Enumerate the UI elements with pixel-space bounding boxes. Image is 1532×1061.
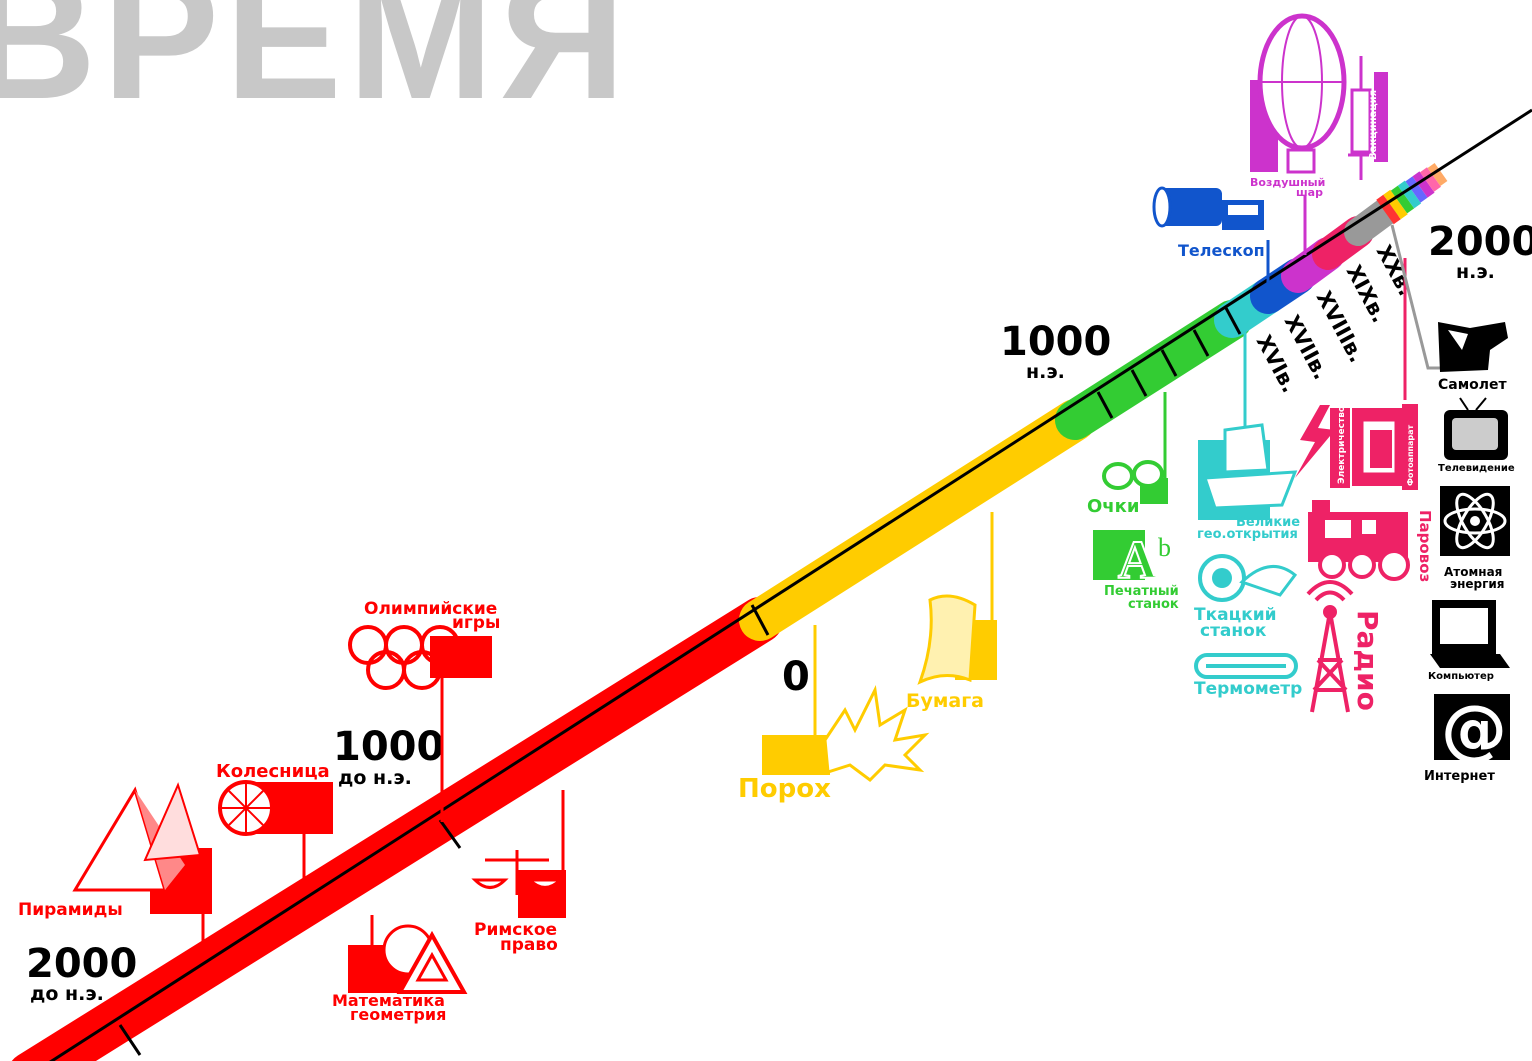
event-balloon-label-1: Воздушный <box>1250 176 1325 189</box>
event-chariot-label: Колесница <box>216 761 330 782</box>
event-photo-label: Фотоаппарат <box>1406 424 1415 486</box>
event-radio-label: Радио <box>1351 610 1384 711</box>
event-tv: Телевидение <box>1438 397 1515 474</box>
airplane-icon <box>1438 322 1508 372</box>
event-printing: A b Печатный станок <box>1093 529 1179 612</box>
scales-icon <box>471 850 564 895</box>
event-roman-law-label-1: Римское <box>474 920 557 940</box>
event-discoveries: Великие гео.открытия <box>1197 322 1300 542</box>
event-glasses-label: Очки <box>1087 496 1140 517</box>
date-2000bc-era: до н.э. <box>30 983 104 1005</box>
event-olympics-label-2: игры <box>452 613 500 633</box>
date-2000bc-year: 2000 <box>26 941 137 987</box>
radio-tower-icon <box>1306 580 1354 713</box>
event-pyramids: Пирамиды <box>18 782 212 960</box>
paper-icon <box>917 594 977 685</box>
event-printing-label-2: станок <box>1128 597 1179 612</box>
syringe-icon <box>1348 56 1374 180</box>
event-telescope-label: Телескоп <box>1178 241 1265 260</box>
date-1000bc-era: до н.э. <box>338 767 412 789</box>
event-paper: Бумага <box>906 512 997 712</box>
date-2000ad: 2000 н.э. <box>1428 219 1532 283</box>
event-computer-label: Компьютер <box>1428 671 1494 682</box>
event-airplane-label: Самолет <box>1438 377 1508 393</box>
event-printing-label-1: Печатный <box>1104 584 1179 599</box>
explosion-icon <box>823 685 930 782</box>
event-computer: Компьютер <box>1428 600 1510 682</box>
event-loom-label-1: Ткацкий <box>1194 605 1277 625</box>
event-internet-label: Интернет <box>1424 769 1495 784</box>
event-loom: Ткацкий станок <box>1194 554 1298 641</box>
date-1000ad-era: н.э. <box>1026 361 1065 383</box>
era-bc-red-segment <box>11 597 783 1061</box>
event-loom-label-2: станок <box>1200 621 1267 641</box>
event-pyramids-label: Пирамиды <box>18 900 123 920</box>
date-1000bc: 1000 до н.э. <box>333 724 444 789</box>
event-airplane: Самолет <box>1438 322 1508 393</box>
event-roman-law: Римское право <box>471 790 566 955</box>
timeline-axis-line <box>49 108 1532 1061</box>
event-locomotive: Паровоз <box>1308 500 1434 582</box>
event-radio: Радио <box>1306 580 1384 713</box>
event-gunpowder: Порох <box>738 625 930 804</box>
svg-text:b: b <box>1158 533 1171 562</box>
event-electricity: Электричество <box>1295 405 1350 488</box>
date-2000ad-year: 2000 <box>1428 219 1532 265</box>
telescope-icon <box>1152 186 1264 230</box>
event-olympics-label-1: Олимпийские <box>364 599 497 619</box>
event-chariot: Колесница <box>216 761 333 895</box>
event-vaccination-label: Вакцинация <box>1368 90 1379 160</box>
era-middle-green-segment <box>1055 300 1252 440</box>
poster-title: ВРЕМЯ <box>0 0 631 136</box>
event-atomic-label-1: Атомная <box>1444 565 1502 579</box>
locomotive-icon <box>1308 500 1410 581</box>
atom-icon <box>1443 492 1507 550</box>
geometry-triangle-icon <box>396 930 468 994</box>
century-20-segment <box>1344 198 1399 246</box>
date-2000ad-era: н.э. <box>1456 261 1495 283</box>
date-2000bc: 2000 до н.э. <box>26 941 137 1005</box>
event-math-label-1: Математика <box>332 991 445 1010</box>
lightning-icon <box>1295 405 1335 478</box>
event-photo: Фотоаппарат <box>1352 258 1418 490</box>
event-roman-law-label-2: право <box>500 935 558 955</box>
ship-icon <box>1202 423 1298 510</box>
event-thermometer: Термометр <box>1194 653 1302 699</box>
recent-decades-stripes <box>1376 163 1448 225</box>
event-discoveries-label-1: Великие <box>1236 515 1300 530</box>
at-sign-icon: @ <box>1441 691 1507 768</box>
era-ad-yellow-segment <box>739 399 1096 641</box>
event-internet: @ Интернет <box>1424 691 1510 784</box>
event-vaccination: Вакцинация <box>1348 56 1388 180</box>
event-discoveries-label-2: гео.открытия <box>1197 527 1298 542</box>
timeline-band <box>11 108 1532 1061</box>
olympic-rings-icon <box>348 625 460 690</box>
event-thermometer-label: Термометр <box>1194 679 1302 699</box>
black-connector <box>1390 224 1440 370</box>
event-glasses: Очки <box>1087 392 1168 517</box>
printing-press-icon: A <box>1118 530 1157 590</box>
event-olympics: Олимпийские игры <box>348 599 500 822</box>
date-zero: 0 <box>782 654 810 700</box>
event-atomic: Атомная энергия <box>1440 486 1510 591</box>
event-locomotive-label: Паровоз <box>1416 510 1434 582</box>
date-1000ad-year: 1000 <box>1000 319 1111 365</box>
event-balloon: Воздушный шар <box>1250 13 1347 255</box>
event-telescope: Телескоп <box>1152 186 1270 290</box>
event-math: Математика геометрия <box>332 915 468 1024</box>
event-tv-label: Телевидение <box>1438 463 1515 474</box>
event-balloon-label-2: шар <box>1296 186 1323 199</box>
timeline-ticks <box>118 307 1242 1056</box>
glasses-icon <box>1102 460 1164 490</box>
event-math-label-2: геометрия <box>350 1005 446 1024</box>
event-atomic-label-2: энергия <box>1450 577 1505 591</box>
event-gunpowder-label: Порох <box>738 774 831 804</box>
date-1000ad: 1000 н.э. <box>1000 319 1111 383</box>
event-electricity-label: Электричество <box>1337 406 1347 484</box>
date-1000bc-year: 1000 <box>333 724 444 770</box>
event-paper-label: Бумага <box>906 690 984 712</box>
